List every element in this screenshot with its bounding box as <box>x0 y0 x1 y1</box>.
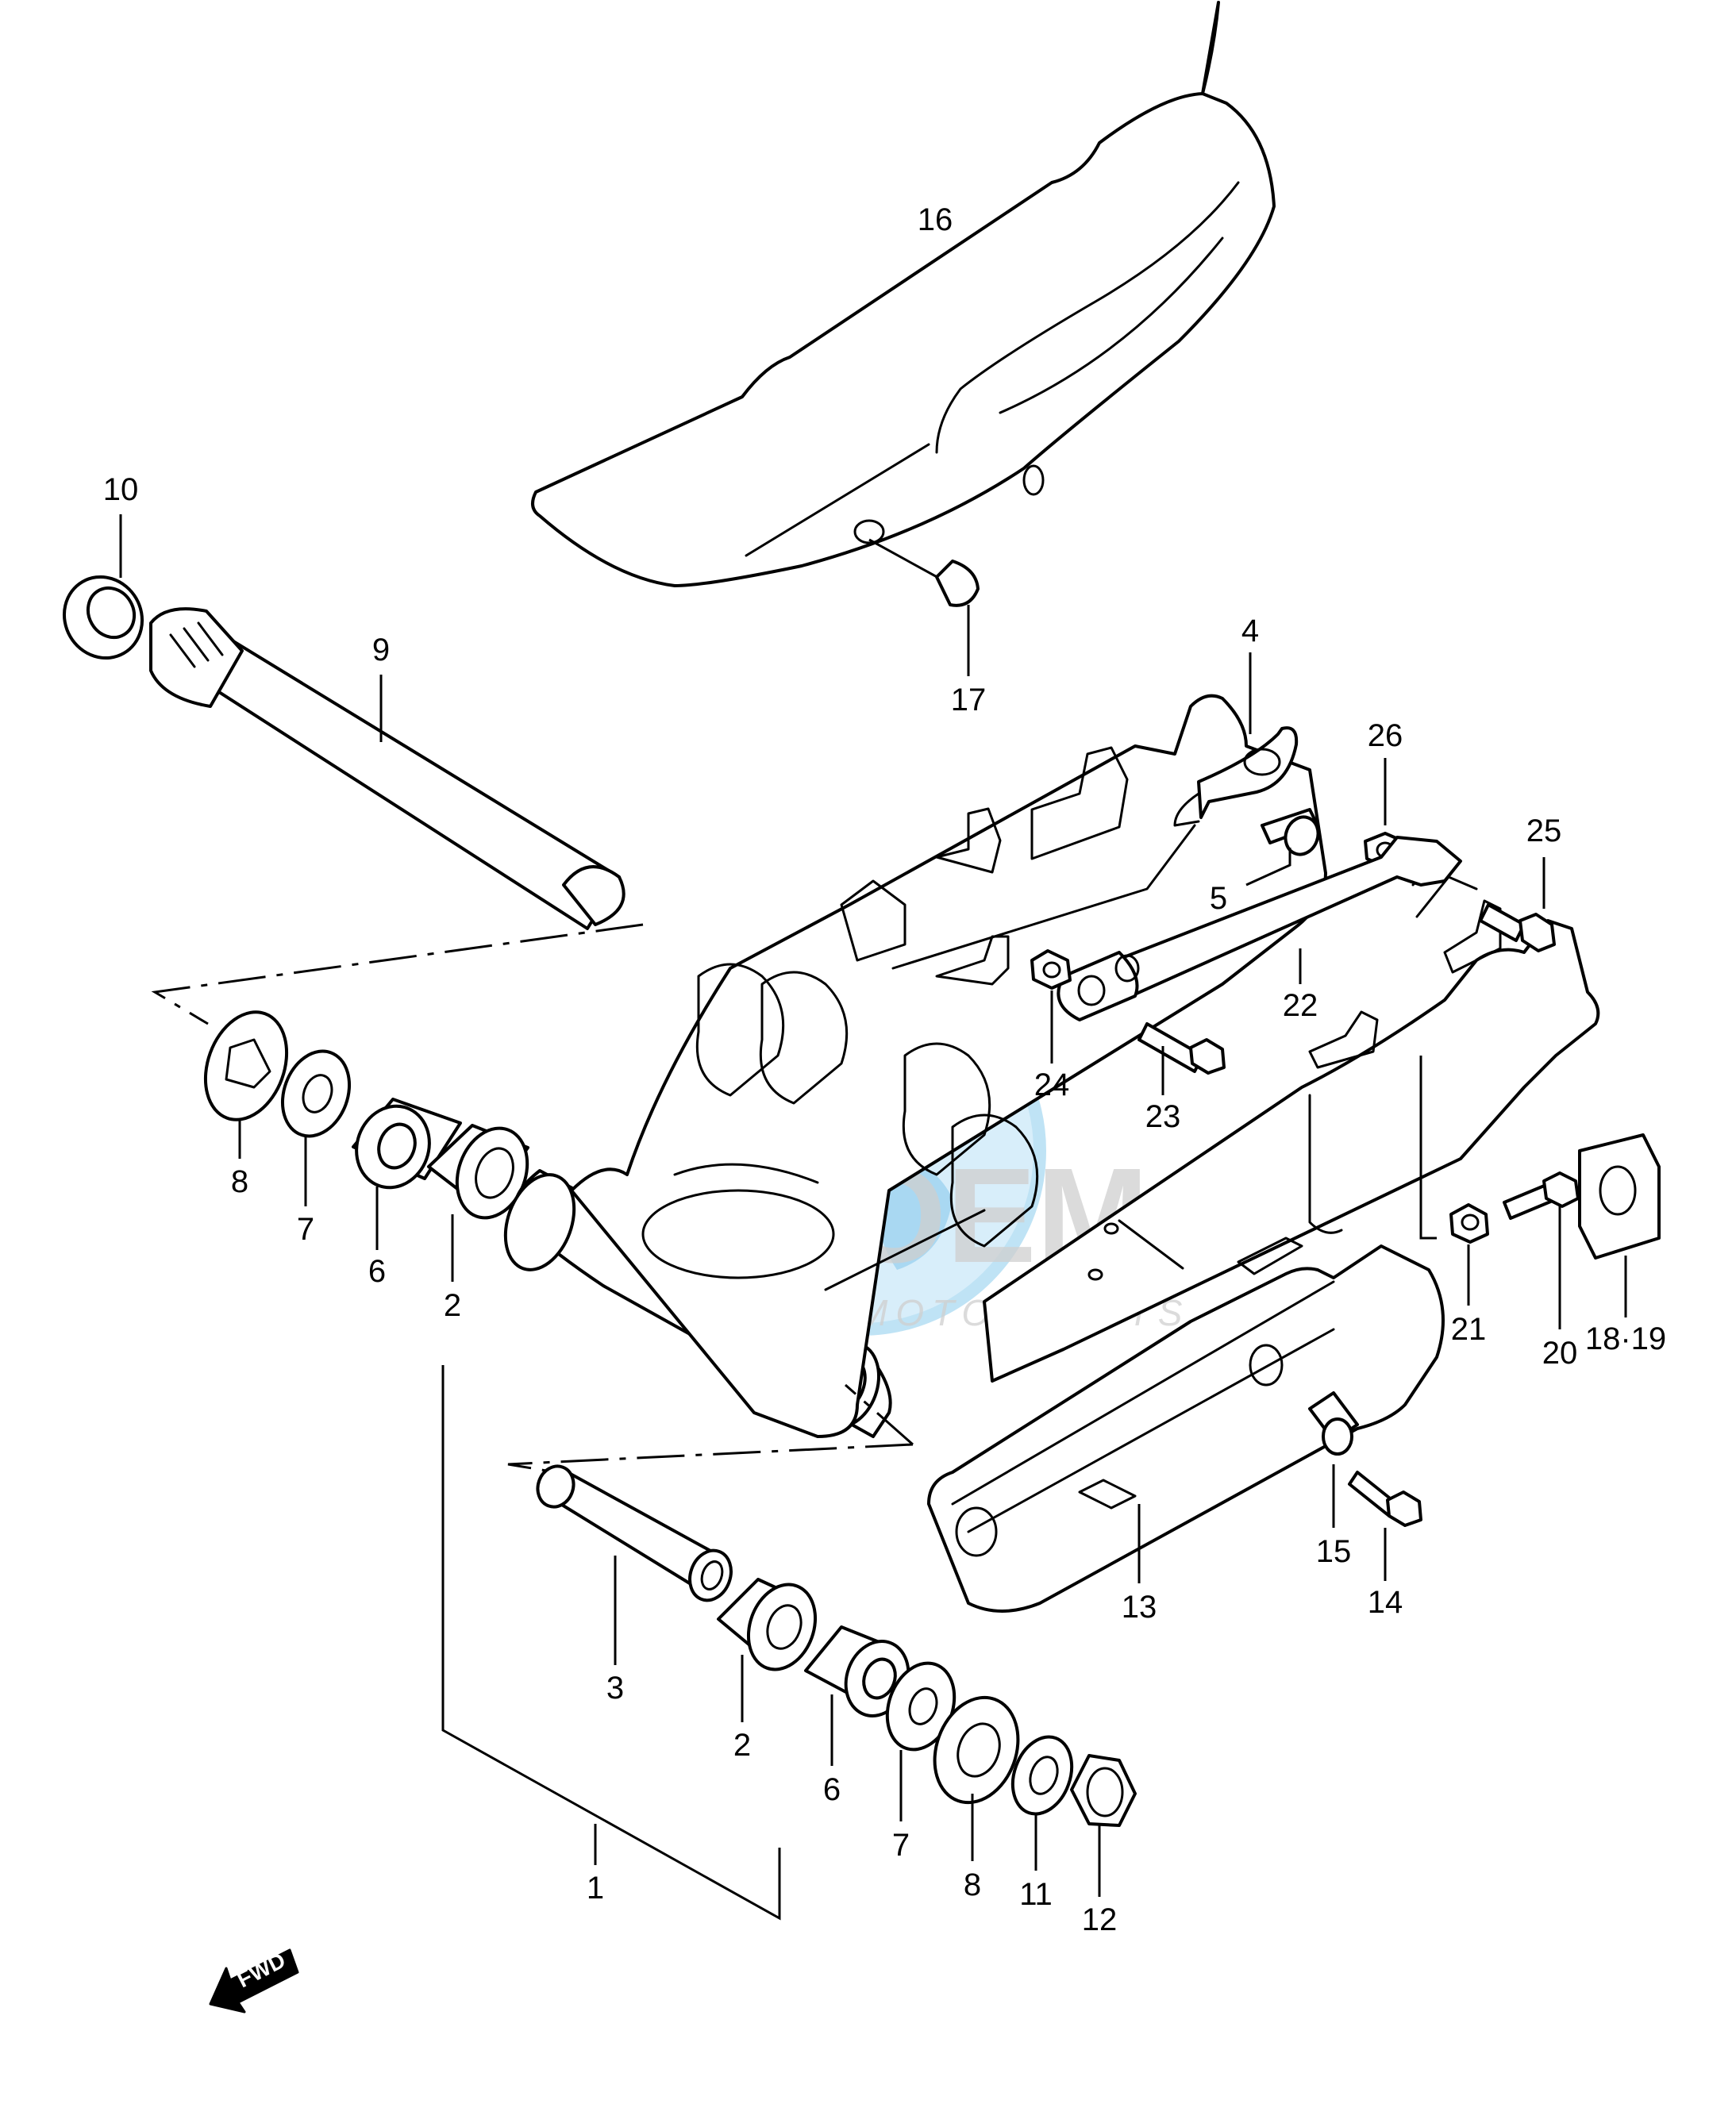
callout-11: 11 <box>1019 1877 1053 1912</box>
part-1-swingarm <box>503 694 1600 1438</box>
callout-8-lower: 8 <box>964 1867 981 1902</box>
callout-16: 16 <box>918 202 953 237</box>
part-3-spacer <box>536 1464 733 1665</box>
part-5-bolt <box>1245 808 1320 887</box>
callout-9: 9 <box>372 633 390 667</box>
callout-25: 25 <box>1526 813 1562 848</box>
callout-14: 14 <box>1368 1585 1403 1620</box>
callout-23: 23 <box>1145 1099 1181 1134</box>
part-6-collar-upper <box>352 1098 462 1250</box>
part-17-screw <box>868 538 980 676</box>
part-18-19-block <box>1578 1133 1661 1317</box>
part-16-side-cover <box>531 1 1276 587</box>
callout-20: 20 <box>1542 1336 1578 1371</box>
callout-3: 3 <box>606 1671 624 1706</box>
part-12-nut <box>1070 1754 1137 1897</box>
fwd-direction-badge: FWD <box>209 1948 299 2014</box>
callout-24: 24 <box>1034 1067 1070 1102</box>
callout-7-upper: 7 <box>297 1212 314 1247</box>
callout-2-upper: 2 <box>444 1288 461 1323</box>
part-20-bolt <box>1503 1171 1580 1329</box>
callout-22: 22 <box>1283 988 1318 1023</box>
part-21-nut <box>1449 1203 1489 1306</box>
part-11-washer <box>1010 1735 1074 1871</box>
part-10-nut <box>62 514 144 660</box>
callout-5: 5 <box>1210 881 1227 916</box>
callout-26: 26 <box>1368 718 1403 753</box>
callout-17: 17 <box>951 683 987 717</box>
part-4-plate <box>891 652 1299 970</box>
part-22-torque-rod <box>1057 836 1462 1021</box>
callout-18-19: 18·19 <box>1585 1321 1666 1356</box>
callout-10: 10 <box>103 472 139 507</box>
part-15-collar <box>1308 1391 1359 1528</box>
callout-21: 21 <box>1451 1312 1487 1347</box>
callout-12: 12 <box>1082 1902 1118 1937</box>
part-9-pivot-shaft <box>149 607 625 930</box>
callout-15: 15 <box>1316 1534 1352 1569</box>
part-1-bracket <box>441 1365 781 1921</box>
part-8-washer-upper <box>203 1010 289 1159</box>
callout-2-lower: 2 <box>733 1728 751 1763</box>
part-23-bolt <box>1137 1022 1226 1095</box>
callout-labels: 16 10 9 17 4 26 25 5 22 24 23 8 7 6 2 18… <box>103 202 1666 1937</box>
callout-4: 4 <box>1241 613 1259 648</box>
callout-8-upper: 8 <box>231 1164 248 1199</box>
callout-13: 13 <box>1122 1590 1157 1625</box>
part-2-bearing-lower <box>717 1578 818 1722</box>
callout-6-upper: 6 <box>368 1254 386 1289</box>
callout-6-lower: 6 <box>823 1772 841 1807</box>
part-7-washer-upper <box>280 1049 352 1206</box>
part-14-bolt <box>1348 1471 1422 1581</box>
arrow-left-down-icon <box>209 1948 299 2014</box>
callout-1: 1 <box>587 1871 604 1906</box>
callout-7-lower: 7 <box>892 1828 910 1863</box>
part-24-nut <box>1030 949 1072 1064</box>
part-13-chain-guard <box>927 1219 1445 1613</box>
part-8-washer-lower <box>933 1695 1020 1861</box>
part-2-bearing-upper <box>427 1124 529 1282</box>
